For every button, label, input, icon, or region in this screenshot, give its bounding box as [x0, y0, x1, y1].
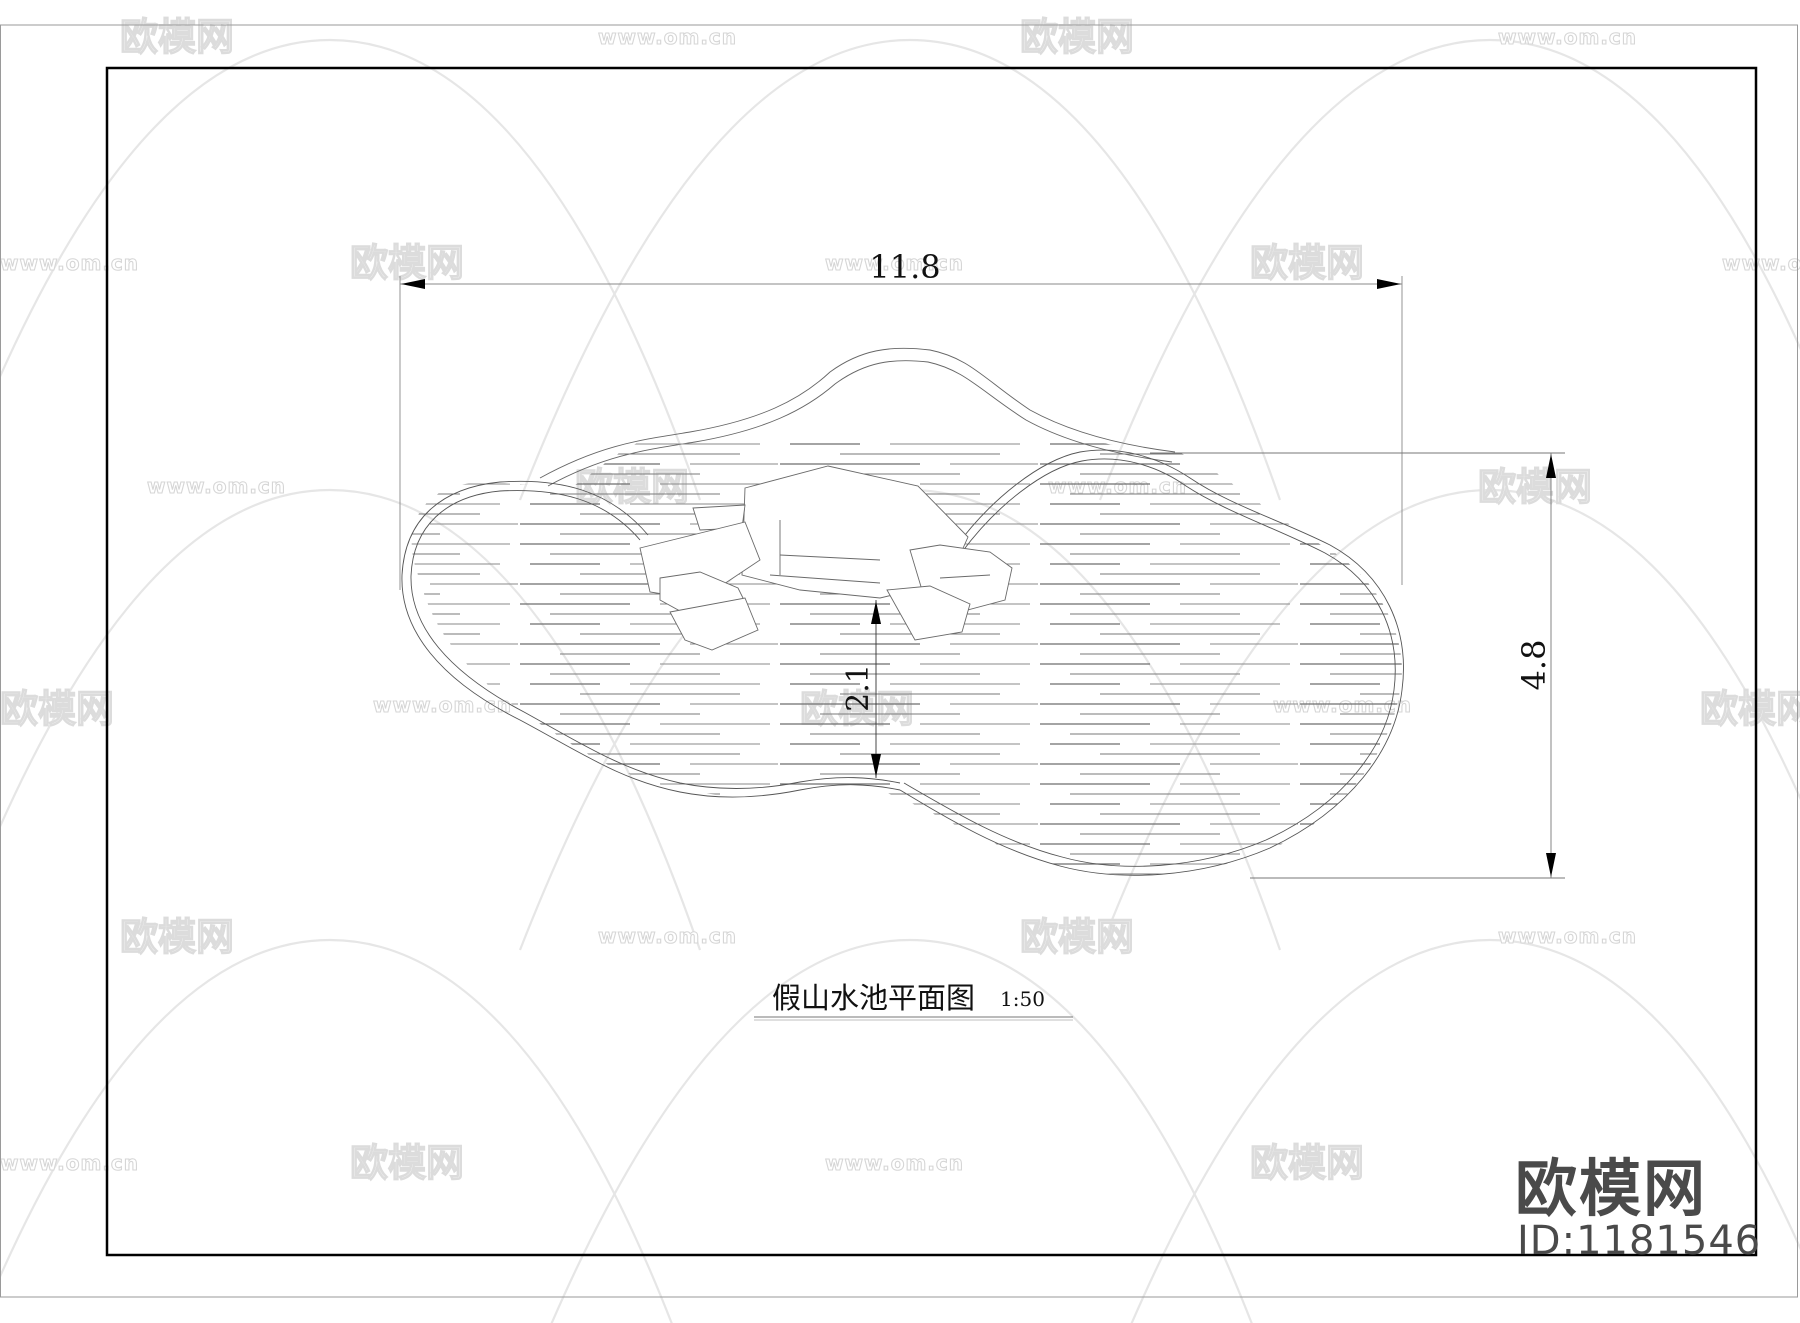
drawing-scale: 1:50 [1000, 987, 1045, 1011]
watermark-url: www.om.cn [1498, 25, 1637, 49]
pond-outline [401, 449, 1404, 876]
dimension-depth [871, 600, 881, 778]
watermark-url: www.om.cn [598, 25, 737, 49]
watermark-url: www.om.cn [825, 1151, 964, 1175]
watermark-brand: 欧模网 [1250, 1141, 1364, 1185]
model-id-label: ID:1181546 [1517, 1218, 1762, 1264]
watermark-url: www.om.cn [598, 924, 737, 948]
rockery-stones [639, 465, 1013, 651]
dimension-length-label: 11.8 [869, 248, 940, 286]
dimension-length [399, 276, 1403, 590]
watermark-brand: 欧模网 [1020, 15, 1134, 59]
watermark-url: www.om.cn [825, 251, 964, 275]
drawing-title: 假山水池平面图 [772, 981, 975, 1015]
watermark-brand: 欧模网 [0, 687, 114, 731]
watermark-brand: 欧模网 [1478, 465, 1592, 509]
watermark-brand: 欧模网 [350, 1141, 464, 1185]
watermark-brand: 欧模网 [1020, 915, 1134, 959]
watermark-brand: 欧模网 [350, 241, 464, 285]
watermark-url: www.om.cn [0, 1151, 139, 1175]
brand-logo: 欧模网 [1515, 1152, 1708, 1225]
watermark-brand: 欧模网 [120, 915, 234, 959]
watermark-url: www.om.cn [373, 693, 512, 717]
dimension-width-label: 4.8 [1515, 640, 1553, 691]
watermark-url: www.om.cn [1498, 924, 1637, 948]
watermark-url: www.om.cn [147, 474, 286, 498]
watermark-brand: 欧模网 [1250, 241, 1364, 285]
watermark-url: www.om.cn [0, 251, 139, 275]
watermark-brand: 欧模网 [120, 15, 234, 59]
dimension-depth-label: 2.1 [841, 664, 876, 712]
dimension-width [1150, 452, 1565, 879]
watermark-brand: 欧模网 [1700, 687, 1800, 731]
watermark-url: www.om.cn [1722, 251, 1800, 275]
sheet-border [0, 24, 1798, 1298]
drawing-frame [105, 66, 1758, 1257]
